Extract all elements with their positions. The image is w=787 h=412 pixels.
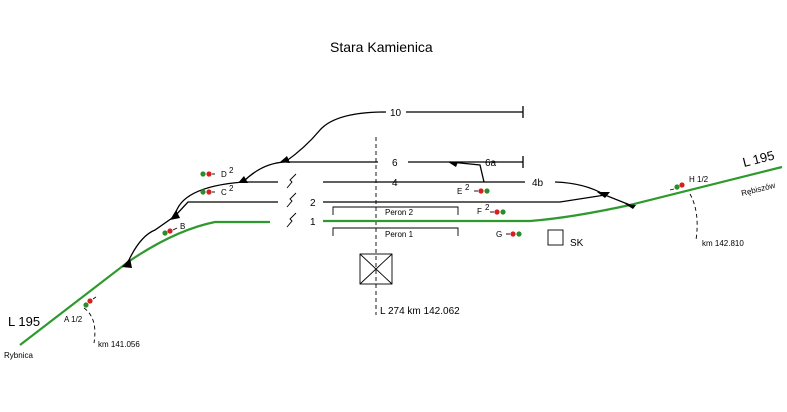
sk-box [547, 229, 564, 246]
signal-green-lamp [674, 184, 680, 190]
right-station-label: Rębiszów [740, 181, 776, 198]
signal-red-lamp [167, 228, 173, 234]
sk-label: SK [570, 238, 584, 249]
signal-red-lamp [679, 182, 685, 188]
km-marker-left-arc [83, 307, 96, 344]
switch-marker [280, 156, 290, 163]
signal-c2-sup: 2 [229, 184, 234, 193]
signal-post [172, 227, 178, 231]
track-label-4: 4 [392, 178, 398, 189]
track-6a [449, 161, 485, 183]
km-marker-right-arc [689, 193, 698, 241]
signal-c2-label: C [221, 188, 227, 197]
signal-e2: E 2 [457, 183, 490, 196]
signal-b: B [162, 222, 185, 236]
signal-red-lamp [494, 209, 500, 215]
track-label-2: 2 [310, 198, 316, 209]
right-line-label: L 195 [741, 148, 776, 170]
signal-d2-sup: 2 [229, 166, 234, 175]
signal-red-lamp [206, 171, 212, 177]
signal-green-lamp [516, 231, 522, 237]
switch-marker [238, 176, 248, 183]
track-2 [127, 194, 631, 263]
station-building-cross [359, 253, 393, 285]
km-marker-right: km 142.810 [702, 239, 744, 248]
signal-red-lamp [87, 298, 93, 304]
joint-symbol [286, 192, 297, 208]
signal-b-label: B [180, 222, 185, 231]
signal-e2-label: E [457, 187, 462, 196]
signal-green-lamp [500, 209, 506, 215]
signal-g-label: G [496, 230, 502, 239]
signal-c2: C 2 [200, 184, 234, 197]
track-label-1: 1 [310, 217, 316, 228]
track-label-4b: 4b [532, 178, 544, 189]
signal-red-lamp [510, 231, 516, 237]
joint-symbol [286, 173, 297, 189]
switch-marker [625, 204, 636, 209]
signal-a12-label: A 1/2 [64, 315, 83, 324]
signal-h12-label: H 1/2 [689, 175, 709, 184]
signal-f2-sup: 2 [485, 203, 490, 212]
left-line-label: L 195 [8, 314, 40, 329]
platform-1-label: Peron 1 [385, 230, 414, 239]
switch-marker [448, 162, 458, 167]
switch-marker [122, 258, 132, 268]
track-label-6: 6 [392, 158, 398, 169]
signal-post [669, 188, 675, 191]
signal-green-lamp [484, 188, 490, 194]
station-building [359, 253, 393, 285]
switch-marker [170, 210, 180, 220]
signal-green-lamp [200, 189, 206, 195]
platform-1 [332, 227, 459, 236]
signal-a12: A 1/2 [64, 296, 97, 324]
platform-2 [332, 206, 459, 215]
signal-red-lamp [478, 188, 484, 194]
signal-h12: H 1/2 [669, 175, 709, 191]
joint-symbol [286, 212, 297, 228]
signal-e2-sup: 2 [465, 183, 470, 192]
signal-green-lamp [83, 302, 89, 308]
track-label-6a: 6a [485, 158, 497, 169]
switch-marker [597, 192, 610, 198]
track-label-10: 10 [390, 108, 402, 119]
signal-d2-label: D [221, 170, 227, 179]
signal-red-lamp [206, 189, 212, 195]
signal-d2: D 2 [200, 166, 234, 179]
platform-2-label: Peron 2 [385, 208, 414, 217]
signal-f2-label: F [477, 207, 482, 216]
left-station-label: Rybnica [4, 351, 33, 360]
signal-f2: F 2 [477, 203, 506, 216]
main-line-l195 [19, 165, 783, 346]
l274-label: L 274 km 142.062 [380, 306, 460, 317]
signal-green-lamp [200, 171, 206, 177]
signal-green-lamp [162, 230, 168, 236]
track-10 [284, 111, 523, 163]
station-title: Stara Kamienica [330, 39, 433, 55]
signal-post [92, 296, 97, 300]
signal-g: G [496, 230, 522, 239]
km-marker-left: km 141.056 [98, 340, 140, 349]
